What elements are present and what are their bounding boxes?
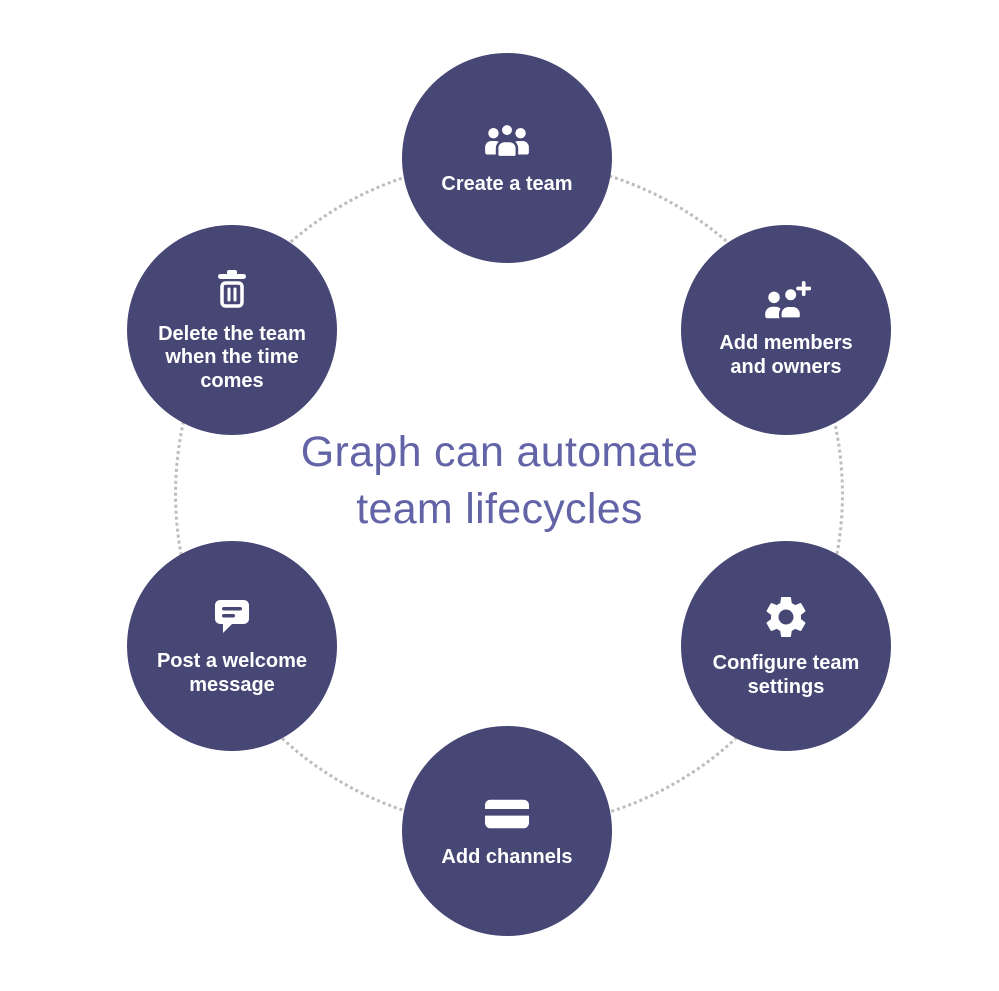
- node-delete-the-team: Delete the team when the time comes: [127, 225, 337, 435]
- person-add-icon: [761, 280, 812, 322]
- chat-message-icon: [208, 594, 256, 640]
- gear-icon: [761, 592, 811, 642]
- team-icon: [482, 119, 532, 163]
- node-add-channels: Add channels: [402, 726, 612, 936]
- node-configure-team-settings: Configure team settings: [681, 541, 891, 751]
- node-label: Post a welcome message: [156, 650, 308, 696]
- node-label: Add members and owners: [719, 332, 853, 378]
- node-add-members-and-owners: Add members and owners: [681, 225, 891, 435]
- node-post-a-welcome-message: Post a welcome message: [127, 541, 337, 751]
- title-line-1: Graph can automate: [300, 428, 699, 476]
- node-label: Create a team: [441, 173, 573, 196]
- node-label: Configure team settings: [712, 652, 860, 698]
- node-create-a-team: Create a team: [402, 53, 612, 263]
- diagram-title: Graph can automate team lifecycles: [0, 424, 999, 538]
- channel-icon: [480, 792, 534, 836]
- node-label: Add channels: [441, 846, 573, 869]
- trash-icon: [210, 267, 254, 313]
- node-label: Delete the team when the time comes: [158, 322, 306, 392]
- title-line-2: team lifecycles: [356, 484, 643, 533]
